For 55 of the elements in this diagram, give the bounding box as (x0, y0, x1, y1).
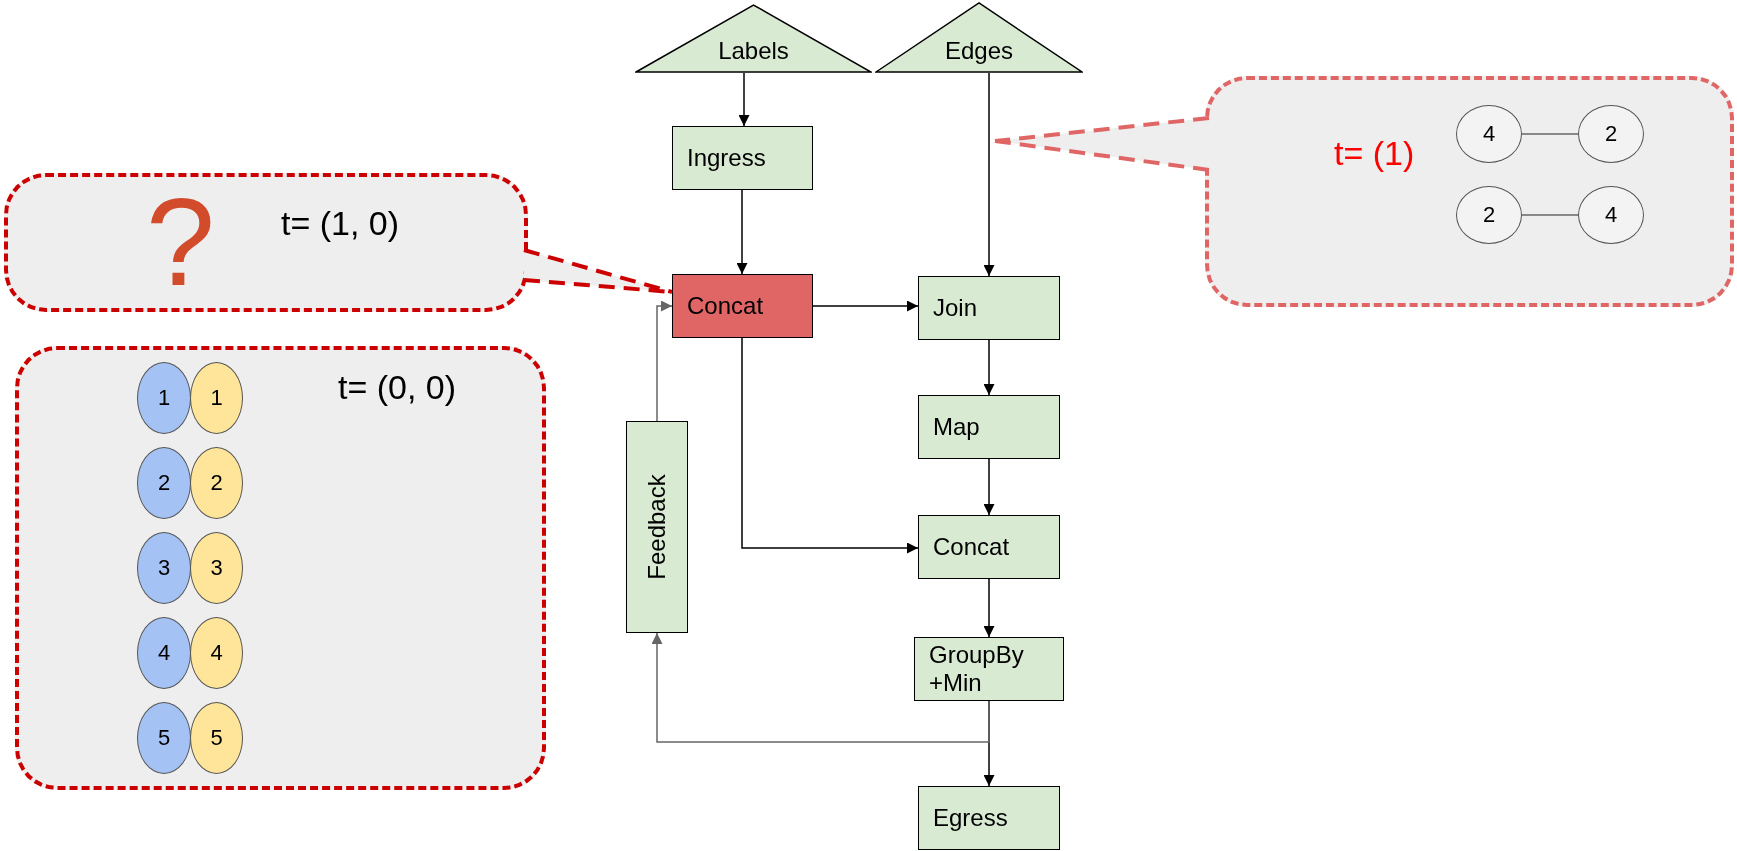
node-label: 4 (157, 640, 171, 666)
node-label: Concat (933, 533, 1010, 561)
node-label: Edges (943, 37, 1015, 65)
operator-box (672, 126, 813, 190)
node-label: Map (933, 413, 980, 441)
arrow (651, 632, 990, 743)
node-label: Join (933, 294, 978, 322)
node-label: 5 (157, 725, 171, 751)
callout-bubble (15, 346, 546, 790)
input-triangle (875, 2, 1083, 73)
callout-bubble (4, 173, 528, 312)
node-label: 5 (210, 725, 223, 751)
operator-box (918, 276, 1060, 340)
node-label: 4 (1604, 202, 1618, 228)
highlighted-operator-box (672, 274, 813, 338)
callout-pointer (522, 248, 674, 294)
node-label: 1 (210, 385, 223, 411)
node-label: 2 (1482, 202, 1496, 228)
time-label: t= (1, 0) (281, 203, 400, 244)
arrow (656, 300, 673, 422)
node-label: Ingress (687, 144, 766, 172)
operator-box (914, 637, 1064, 701)
arrow (983, 72, 995, 277)
input-triangle (635, 4, 872, 73)
node-label: Egress (933, 804, 1008, 832)
connector-line (1521, 133, 1579, 135)
arrow (812, 300, 919, 312)
arrow (983, 339, 995, 396)
node-label: 1 (157, 385, 171, 411)
callout-bubble (1205, 76, 1734, 307)
operator-box (918, 395, 1060, 459)
arrow (983, 578, 995, 638)
operator-box (918, 786, 1060, 850)
node-label: 2 (157, 470, 171, 496)
node-label: 3 (157, 555, 171, 581)
node-label: 3 (210, 555, 223, 581)
node-label: 4 (1482, 121, 1496, 147)
time-label: t= (0, 0) (338, 367, 457, 408)
connector-line (1521, 214, 1579, 216)
node-label: Feedback (643, 474, 671, 580)
operator-box (626, 421, 688, 633)
arrow (736, 189, 748, 275)
node-label: 4 (210, 640, 223, 666)
arrow (738, 72, 750, 127)
question-mark: ? (146, 180, 215, 304)
node-label: 2 (210, 470, 223, 496)
node-label: Concat (687, 292, 764, 320)
node-label: GroupBy +Min (929, 641, 1025, 697)
node-label: 2 (1604, 121, 1618, 147)
node-label: Labels (717, 37, 790, 65)
arrow (741, 337, 919, 554)
operator-box (918, 515, 1060, 579)
time-label: t= (1) (1334, 133, 1415, 174)
callout-pointer (993, 116, 1211, 172)
arrow (983, 458, 995, 516)
